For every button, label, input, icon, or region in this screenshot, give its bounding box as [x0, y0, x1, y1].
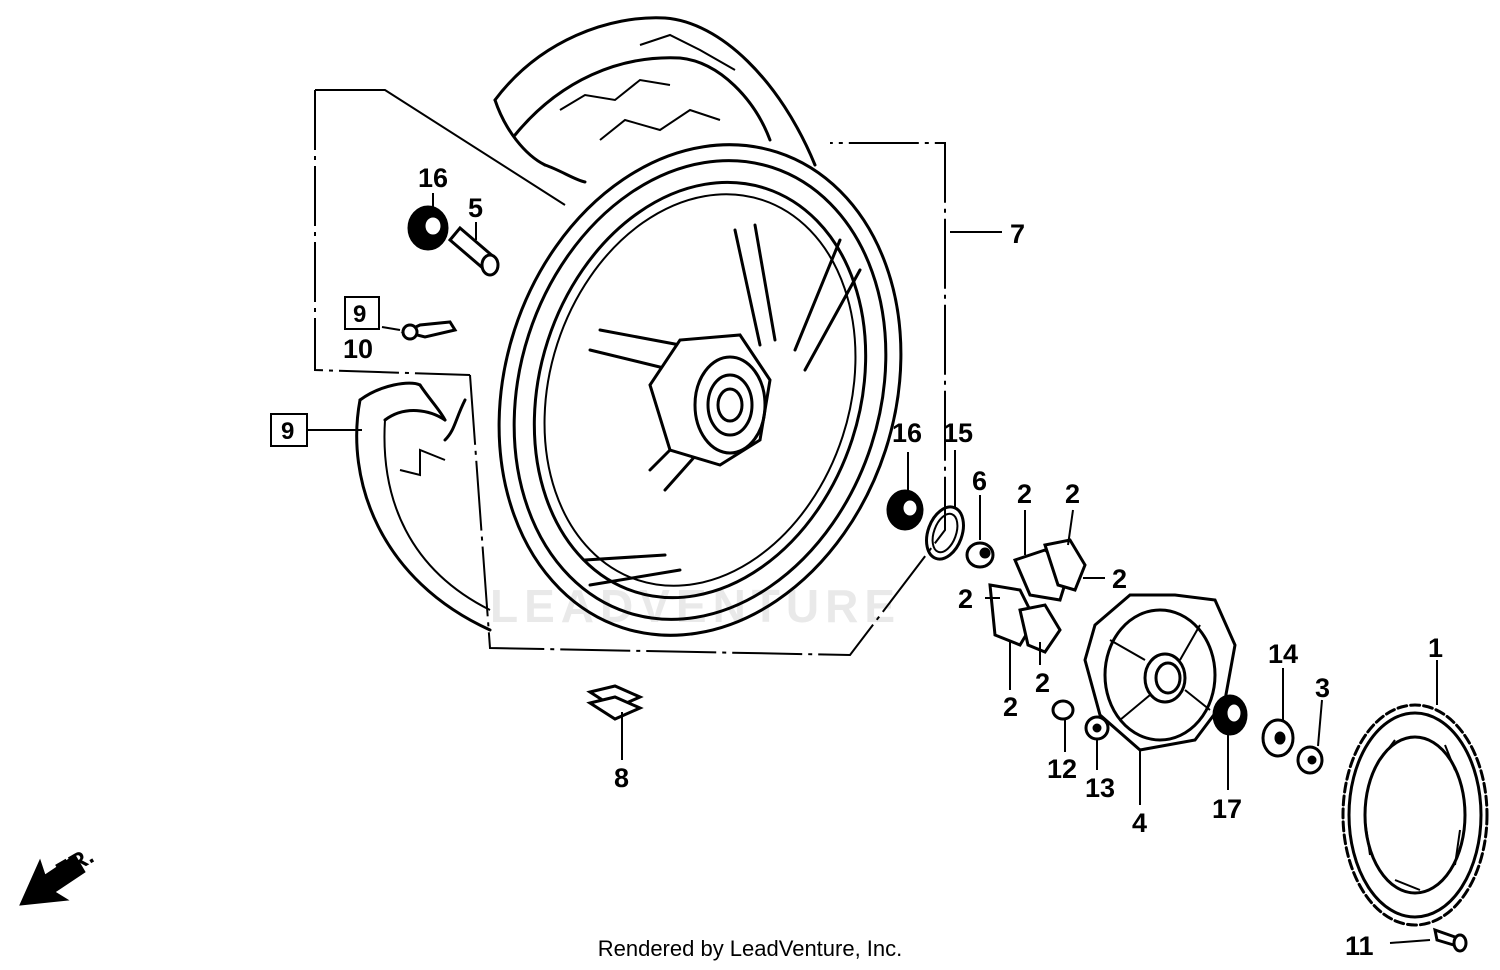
callout-2-d: 2 [958, 584, 973, 614]
leader-lines [308, 193, 1438, 944]
callout-1: 1 [1428, 633, 1443, 663]
callout-4: 4 [1132, 808, 1147, 838]
callout-10: 10 [343, 334, 373, 364]
callout-2-c: 2 [1112, 564, 1127, 594]
callout-12: 12 [1047, 754, 1077, 784]
bearing-17 [1212, 694, 1248, 736]
callout-9-upper: 9 [353, 301, 366, 328]
driven-flange-4 [1083, 593, 1237, 752]
callout-14: 14 [1268, 639, 1298, 669]
bolt-11 [1433, 927, 1468, 953]
tire-upper-section [493, 16, 817, 184]
callout-2-a: 2 [1017, 479, 1032, 509]
callout-9-left: 9 [281, 418, 294, 445]
bearing-16-upper [407, 205, 449, 251]
wheel-hub [648, 333, 772, 467]
front-direction-arrow: FR. [19, 842, 98, 906]
callout-17: 17 [1212, 794, 1242, 824]
callout-2-f: 2 [1003, 692, 1018, 722]
washer-14 [1261, 718, 1295, 758]
sprocket-1 [1341, 703, 1489, 927]
callout-2-b: 2 [1065, 479, 1080, 509]
callout-16-lower: 16 [892, 418, 922, 448]
nut-12 [1051, 699, 1075, 721]
callout-8: 8 [614, 763, 629, 793]
callout-2-e: 2 [1035, 668, 1050, 698]
callout-7: 7 [1010, 219, 1025, 249]
washer-13 [1084, 715, 1110, 741]
damper-rubbers-2 [988, 538, 1087, 654]
watermark-text: LEADVENTURE [490, 580, 901, 632]
valve-10 [400, 320, 458, 341]
callout-5: 5 [468, 193, 483, 223]
tire-lower-section [355, 381, 492, 632]
spacer-5 [447, 225, 500, 277]
boxed-callout-9-upper-frame [344, 296, 380, 330]
footer-credit: Rendered by LeadVenture, Inc. [597, 936, 903, 961]
collar-6 [965, 541, 995, 569]
boxed-callout-9-left-frame [270, 413, 308, 447]
callout-15: 15 [943, 418, 973, 448]
callout-11: 11 [1345, 931, 1374, 961]
balance-weight-8 [586, 684, 644, 721]
nut-3 [1296, 745, 1324, 775]
callout-13: 13 [1085, 773, 1115, 803]
bearing-16-lower [886, 489, 924, 531]
callout-3: 3 [1315, 673, 1330, 703]
wheel-rim [497, 143, 903, 637]
assembly-outline [314, 89, 946, 657]
callout-6: 6 [972, 466, 987, 496]
callout-16-upper: 16 [418, 163, 448, 193]
callout-numbers: 16 5 9 10 9 7 16 15 6 2 2 2 2 2 2 8 12 1… [281, 163, 1443, 961]
